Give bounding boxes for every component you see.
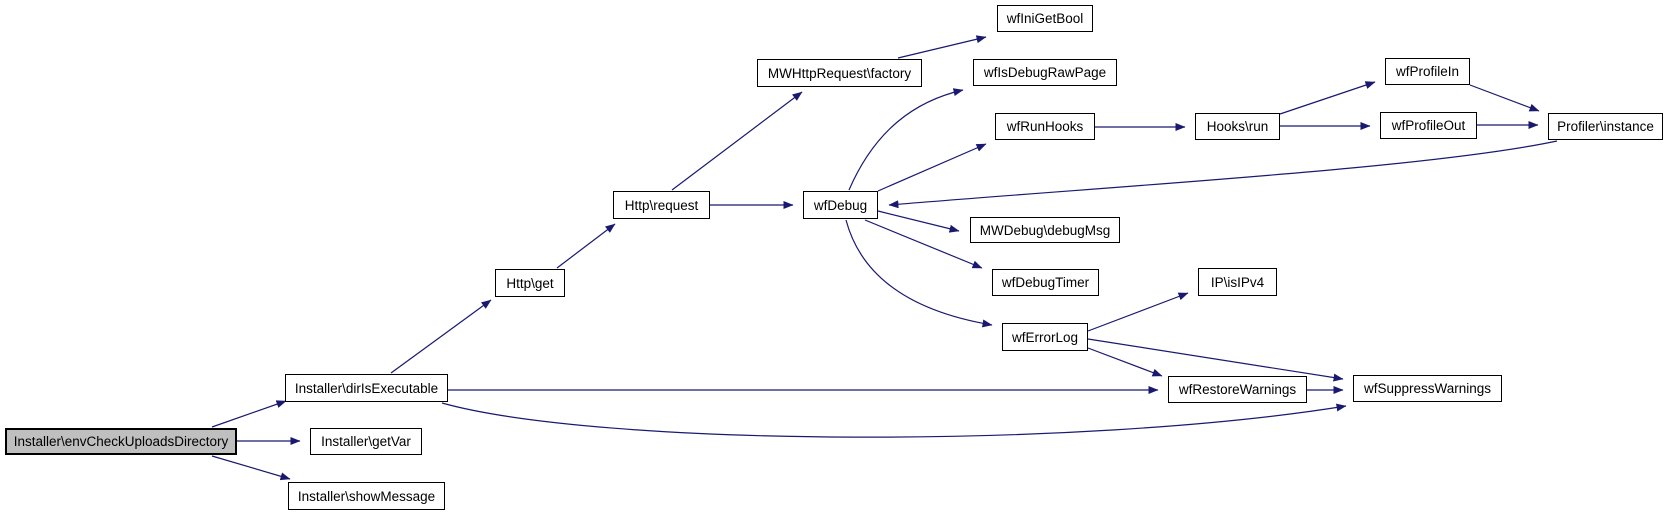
edge-env-check-uploads-directory-to-show-message (211, 455, 291, 481)
node-mwhttprequest-factory[interactable]: MWHttpRequest\factory (757, 59, 922, 87)
node-label: wfIsDebugRawPage (983, 65, 1107, 80)
node-label: MWDebug\debugMsg (979, 222, 1111, 238)
node-mwdebug-debug-msg[interactable]: MWDebug\debugMsg (970, 217, 1120, 243)
node-label: wfDebugTimer (1001, 275, 1090, 290)
edge-env-check-uploads-directory-to-dir-is-executable (211, 400, 287, 428)
node-wf-run-hooks[interactable]: wfRunHooks (995, 113, 1095, 140)
edge-wf-error-log-to-wf-suppress-warnings (1087, 338, 1344, 382)
node-wf-profile-out[interactable]: wfProfileOut (1380, 112, 1477, 139)
edge-profiler-instance-to-wf-debug (888, 140, 1558, 209)
node-wf-profile-in[interactable]: wfProfileIn (1385, 58, 1470, 85)
edge-wf-debug-to-wf-is-debug-raw-page (848, 88, 964, 191)
node-label: wfRestoreWarnings (1178, 382, 1297, 397)
node-label: Profiler\instance (1557, 119, 1654, 134)
node-hooks-run[interactable]: Hooks\run (1195, 113, 1280, 140)
edge-wf-debug-to-mwdebug-debug-msg (877, 210, 960, 233)
node-label: wfDebug (813, 197, 868, 213)
edge-mwhttprequest-factory-to-wf-ini-get-bool (897, 35, 987, 59)
node-profiler-instance[interactable]: Profiler\instance (1548, 113, 1663, 140)
node-label: wfSuppressWarnings (1363, 381, 1492, 396)
node-ip-is-ipv4[interactable]: IP\isIPv4 (1198, 268, 1277, 296)
node-label: wfProfileOut (1391, 118, 1466, 133)
node-label: IP\isIPv4 (1210, 274, 1265, 290)
node-wf-restore-warnings[interactable]: wfRestoreWarnings (1168, 376, 1307, 403)
node-label: wfProfileIn (1395, 64, 1460, 79)
edge-http-get-to-http-request (556, 223, 616, 269)
node-label: Installer\showMessage (297, 488, 436, 504)
node-wf-ini-get-bool[interactable]: wfIniGetBool (997, 5, 1093, 32)
node-http-request[interactable]: Http\request (613, 191, 710, 219)
node-wf-debug-timer[interactable]: wfDebugTimer (992, 269, 1099, 296)
node-wf-suppress-warnings[interactable]: wfSuppressWarnings (1353, 375, 1502, 402)
edge-wf-profile-in-to-profiler-instance (1469, 84, 1540, 112)
node-label: Installer\envCheckUploadsDirectory (13, 434, 229, 449)
node-label: Hooks\run (1206, 119, 1269, 134)
node-show-message[interactable]: Installer\showMessage (288, 482, 445, 510)
node-label: Http\request (624, 197, 699, 213)
node-label: wfIniGetBool (1006, 11, 1084, 26)
node-dir-is-executable[interactable]: Installer\dirIsExecutable (285, 374, 448, 402)
edge-dir-is-executable-to-wf-suppress-warnings (441, 402, 1347, 438)
node-label: Installer\getVar (321, 434, 411, 449)
node-wf-debug[interactable]: wfDebug (803, 191, 878, 219)
edge-wf-error-log-to-ip-is-ipv4 (1087, 292, 1189, 332)
edge-hooks-run-to-wf-profile-in (1279, 81, 1376, 115)
edge-dir-is-executable-to-http-get (390, 299, 492, 374)
edge-http-request-to-mwhttprequest-factory (671, 91, 803, 191)
node-label: MWHttpRequest\factory (767, 65, 912, 81)
node-label: wfErrorLog (1011, 329, 1079, 345)
node-env-check-uploads-directory[interactable]: Installer\envCheckUploadsDirectory (5, 428, 237, 455)
node-wf-error-log[interactable]: wfErrorLog (1002, 323, 1088, 351)
node-label: Http\get (506, 275, 554, 291)
node-label: wfRunHooks (1006, 119, 1084, 134)
node-get-var[interactable]: Installer\getVar (310, 428, 422, 455)
edge-wf-error-log-to-wf-restore-warnings (1087, 347, 1163, 377)
edge-wf-debug-to-wf-debug-timer (864, 219, 983, 269)
node-label: Installer\dirIsExecutable (294, 380, 439, 396)
edge-wf-debug-to-wf-run-hooks (877, 143, 987, 192)
node-http-get[interactable]: Http\get (495, 269, 565, 297)
node-wf-is-debug-raw-page[interactable]: wfIsDebugRawPage (973, 59, 1117, 86)
